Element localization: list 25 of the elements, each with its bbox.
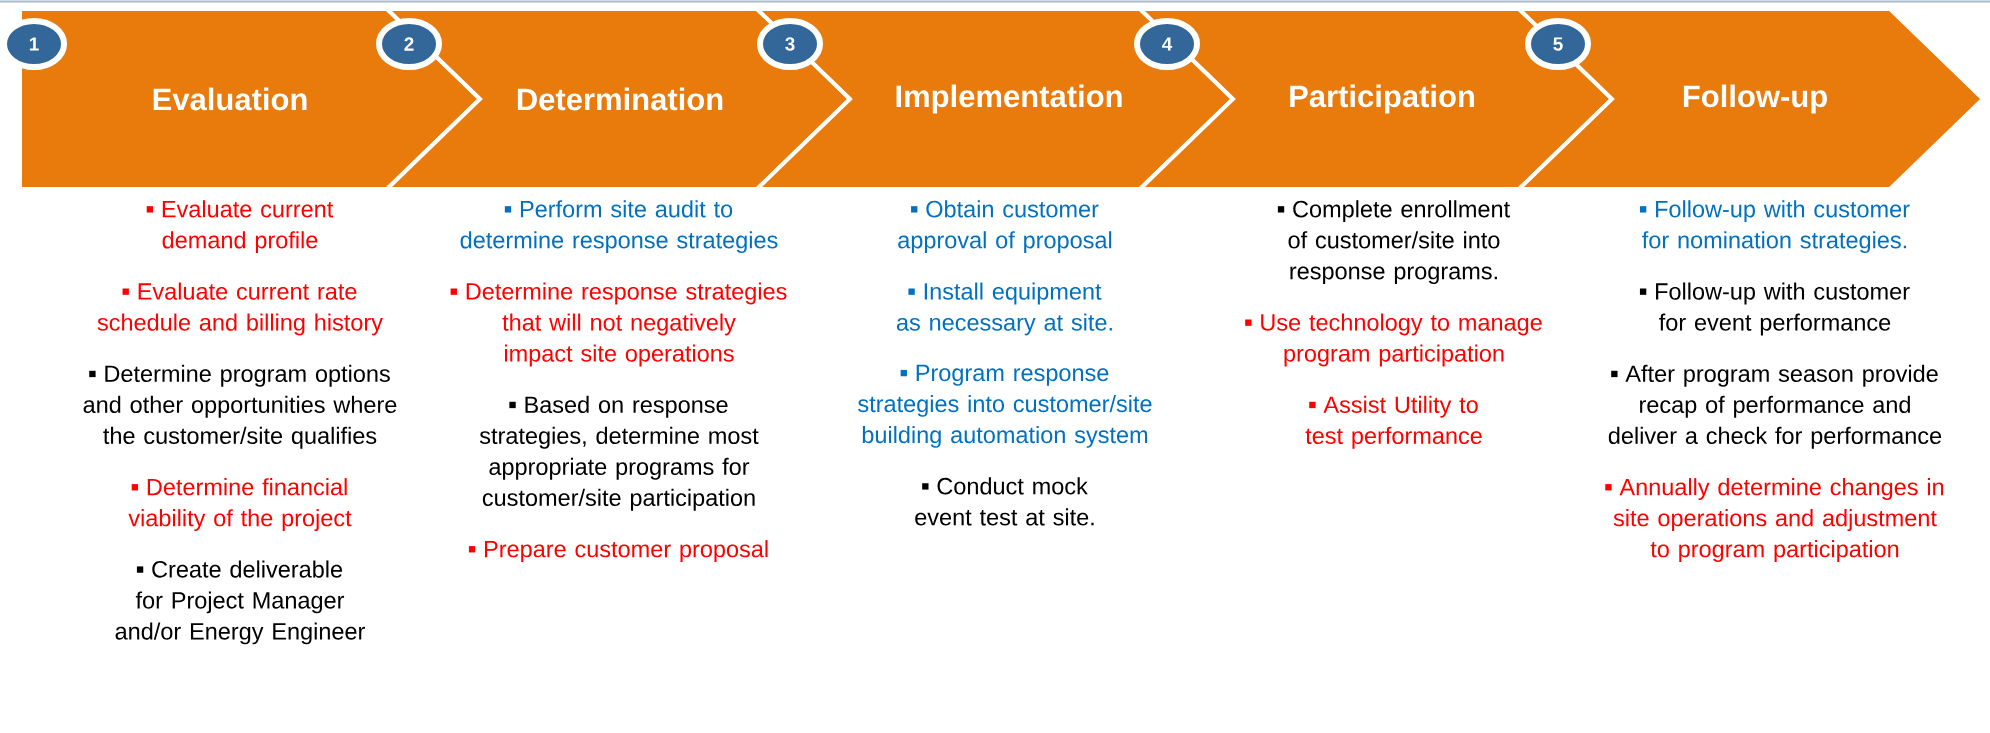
bullet-text: Use technology to manage program participation: [1245, 313, 1542, 367]
step-number: 4: [1134, 18, 1200, 70]
bullet-text: Perform site audit to determine response strategies: [460, 200, 778, 254]
bullet-text: Determine program options and other opportunities where the customer/site qualifies: [83, 364, 397, 449]
bullet-text: Install equipment as necessary at site.: [896, 282, 1112, 336]
node-label: Follow-up: [1683, 84, 1827, 114]
bullet-text: Evaluate current rate schedule and billing history: [97, 282, 383, 336]
bullet-text: Create deliverable for Project Manager and/or Energy Engineer: [115, 560, 365, 645]
bullet-text: Determine response strategies that will not negatively impact site operations: [450, 282, 787, 367]
bullet-text: Obtain customer approval of proposal: [898, 200, 1112, 254]
bullet-text: Conduct mock event test at site.: [915, 477, 1094, 526]
step-number: 3: [757, 18, 823, 70]
bullet-text: Follow-up with customer for event performance: [1639, 282, 1910, 336]
bullet-text: Prepare customer proposal: [468, 540, 768, 562]
step-number: 5: [1525, 18, 1591, 70]
bullet-text: Evaluate current demand profile: [146, 200, 334, 254]
step-number: 2: [376, 18, 442, 70]
bullet-text: Assist Utility to test performance: [1305, 395, 1482, 449]
bullet-text: Based on response strategies, determine most appropriate programs for customer/site participation: [479, 395, 759, 511]
bullet-text: Complete enrollment of customer/site into response programs.: [1277, 200, 1510, 285]
bullet-text: Determine financial viability of the project: [128, 478, 352, 531]
bullet-text: Program response strategies into customer/site building automation system: [858, 364, 1152, 448]
bullet-text: Follow-up with customer for nomination strategies.: [1639, 200, 1910, 254]
bullet-text: Annually determine changes in site operations and adjustment to program participation: [1605, 478, 1944, 562]
bullet-text: After program season provide recap of performance and deliver a check for performance: [1608, 364, 1942, 449]
